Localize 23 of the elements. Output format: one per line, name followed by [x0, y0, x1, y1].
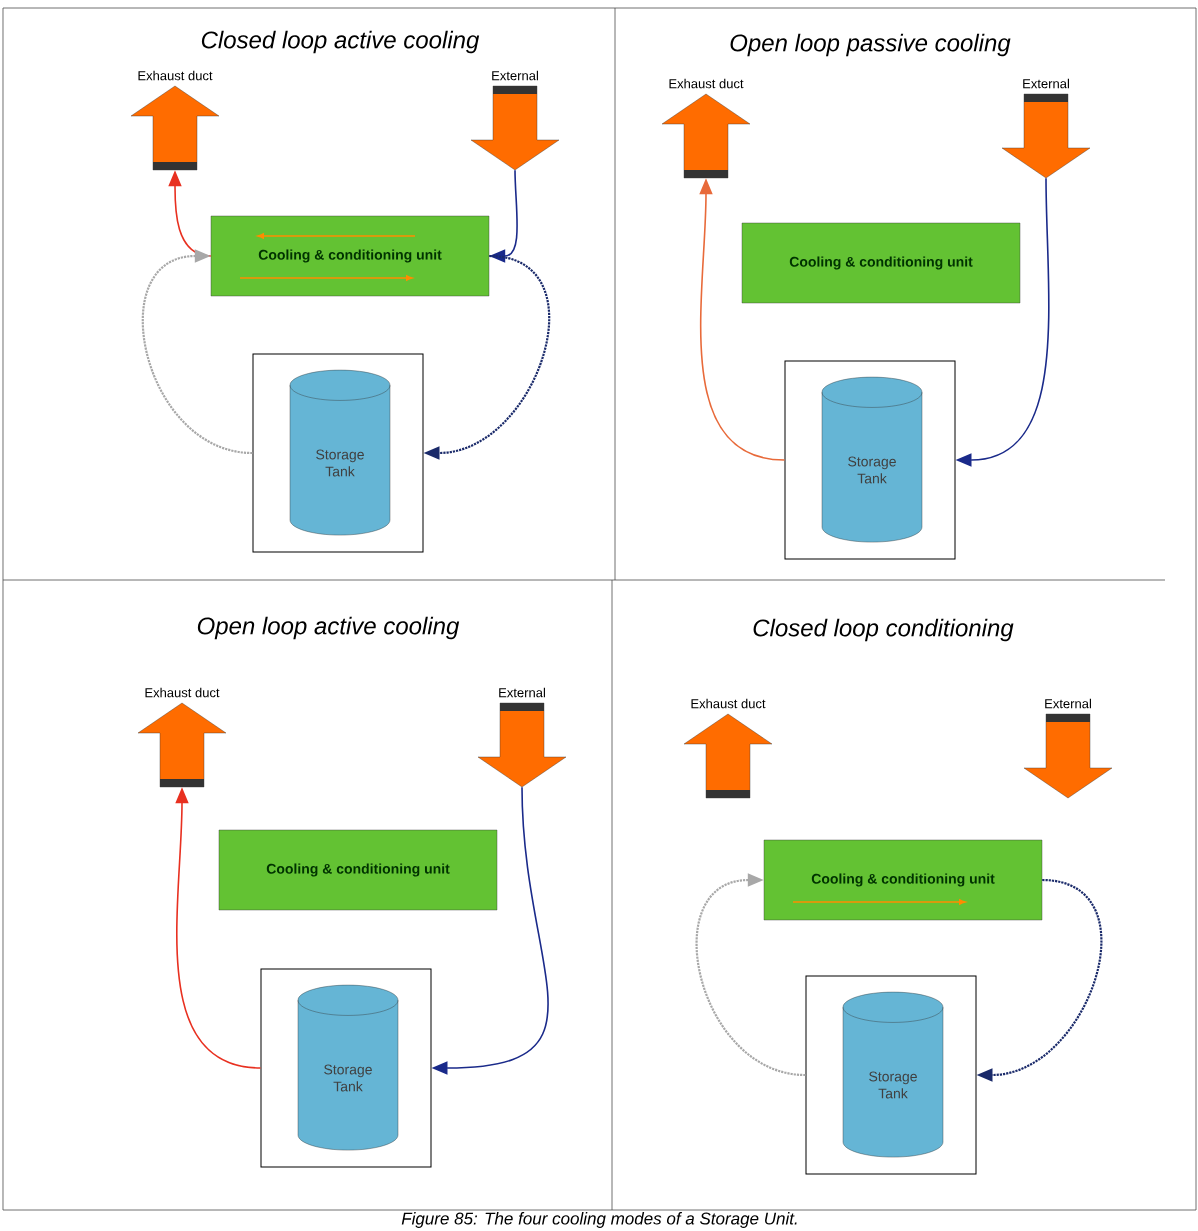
node-label: External	[1045, 698, 1091, 709]
storage-tank-cylinder: Storage Tank	[289, 369, 391, 536]
panel-title: Open loop passive cooling	[730, 33, 1011, 57]
panel-title: Closed loop active cooling	[201, 30, 480, 54]
node-label: Exhaust duct	[145, 687, 220, 698]
unit-box: Cooling & conditioning unit	[218, 829, 498, 911]
flow-arrow	[695, 873, 806, 1077]
storage-tank-cylinder: Storage Tank	[297, 984, 399, 1151]
storage-tank-cylinder: Storage Tank	[821, 376, 923, 543]
figure-caption: Figure 85: The four cooling modes of a Storage Unit.	[400, 1211, 800, 1229]
storage-tank-cylinder: Storage Tank	[842, 991, 944, 1158]
node-label: Exhaust duct	[138, 70, 213, 81]
node-label: Exhaust duct	[669, 78, 744, 89]
flow-arrow	[142, 249, 253, 455]
node-label: External	[492, 70, 538, 81]
node-label: Exhaust duct	[691, 698, 766, 709]
panel-title: Closed loop conditioning	[753, 618, 1014, 642]
node-label: External	[1023, 78, 1069, 89]
unit-box: Cooling & conditioning unit	[763, 839, 1043, 921]
node-label: External	[499, 687, 545, 698]
unit-box: Cooling & conditioning unit	[741, 222, 1021, 304]
unit-box: Cooling & conditioning unit	[210, 215, 490, 297]
panel-title: Open loop active cooling	[197, 616, 460, 640]
